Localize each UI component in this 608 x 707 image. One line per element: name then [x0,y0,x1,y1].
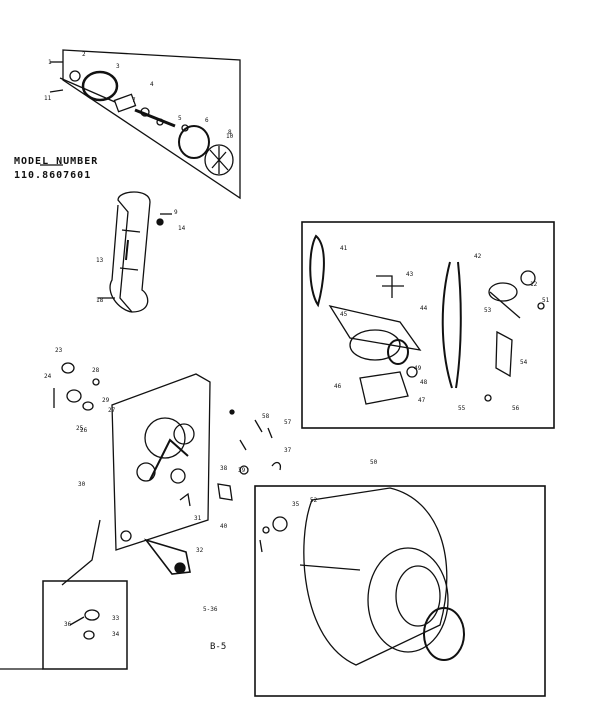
callout-3: 3 [116,63,120,70]
callout-13: 13 [96,257,104,264]
callout-49: 49 [414,365,422,372]
callout-40: 40 [220,523,228,530]
callout-45: 45 [340,311,348,318]
callout-52: 52 [310,497,318,504]
callout-2: 2 [82,51,86,58]
callout-34: 34 [112,631,120,638]
exhaust-duct [98,191,172,313]
callout-27: 27 [108,407,116,414]
callout-54: 54 [520,359,528,366]
callout-6: 6 [205,117,209,124]
model-number-label: MODEL NUMBER [14,156,99,167]
callout-38: 38 [220,465,228,472]
callout-47: 47 [418,397,426,404]
callout-labels: 1 2 3 4 5 6 7 8 9 10 11 12 13 14 18 23 2… [44,51,550,638]
inset-door-assembly [40,49,241,200]
callout-8: 8 [228,129,232,136]
callout-12: 12 [530,281,538,288]
callout-46: 46 [334,383,342,390]
callout-51: 51 [542,297,550,304]
callout-24: 24 [44,373,52,380]
callout-53: 53 [484,307,492,314]
callout-50: 50 [370,459,378,466]
callout-39: 39 [238,467,246,474]
callout-35: 35 [292,501,300,508]
callout-41: 41 [340,245,348,252]
inset-drum [254,485,546,697]
callout-28: 28 [92,367,100,374]
callout-14: 14 [178,225,186,232]
callout-29: 29 [102,397,110,404]
callout-57: 57 [284,419,292,426]
callout-48: 48 [420,379,428,386]
callout-37: 37 [284,447,292,454]
bulkhead-panel [53,362,233,586]
model-number-value: 110.8607601 [14,170,92,181]
small-print-mark: 5-36 [203,606,218,613]
callout-36: 36 [64,621,72,628]
callout-10: 10 [226,133,234,140]
callout-44: 44 [420,305,428,312]
callout-33: 33 [112,615,120,622]
callout-56: 56 [512,405,520,412]
callout-18: 18 [96,297,104,304]
callout-25: 25 [76,425,84,432]
model-number-block: MODEL NUMBER 110.8607601 [14,155,98,183]
callout-31: 31 [194,515,202,522]
inset-bottom-left [0,580,128,670]
callout-42: 42 [474,253,482,260]
callout-58: 58 [262,413,270,420]
callout-7: 7 [132,97,136,104]
page-reference: B-5 [210,642,227,652]
callout-32: 32 [196,547,204,554]
loose-hardware [229,409,282,475]
callout-1: 1 [48,59,52,66]
callout-30: 30 [78,481,86,488]
callout-55: 55 [458,405,466,412]
callout-9: 9 [174,209,178,216]
callout-26: 26 [80,427,88,434]
callout-5: 5 [178,115,182,122]
callout-4: 4 [150,81,154,88]
inset-motor-assembly [301,221,555,429]
callout-11: 11 [44,95,52,102]
callout-43: 43 [406,271,414,278]
callout-23: 23 [55,347,63,354]
